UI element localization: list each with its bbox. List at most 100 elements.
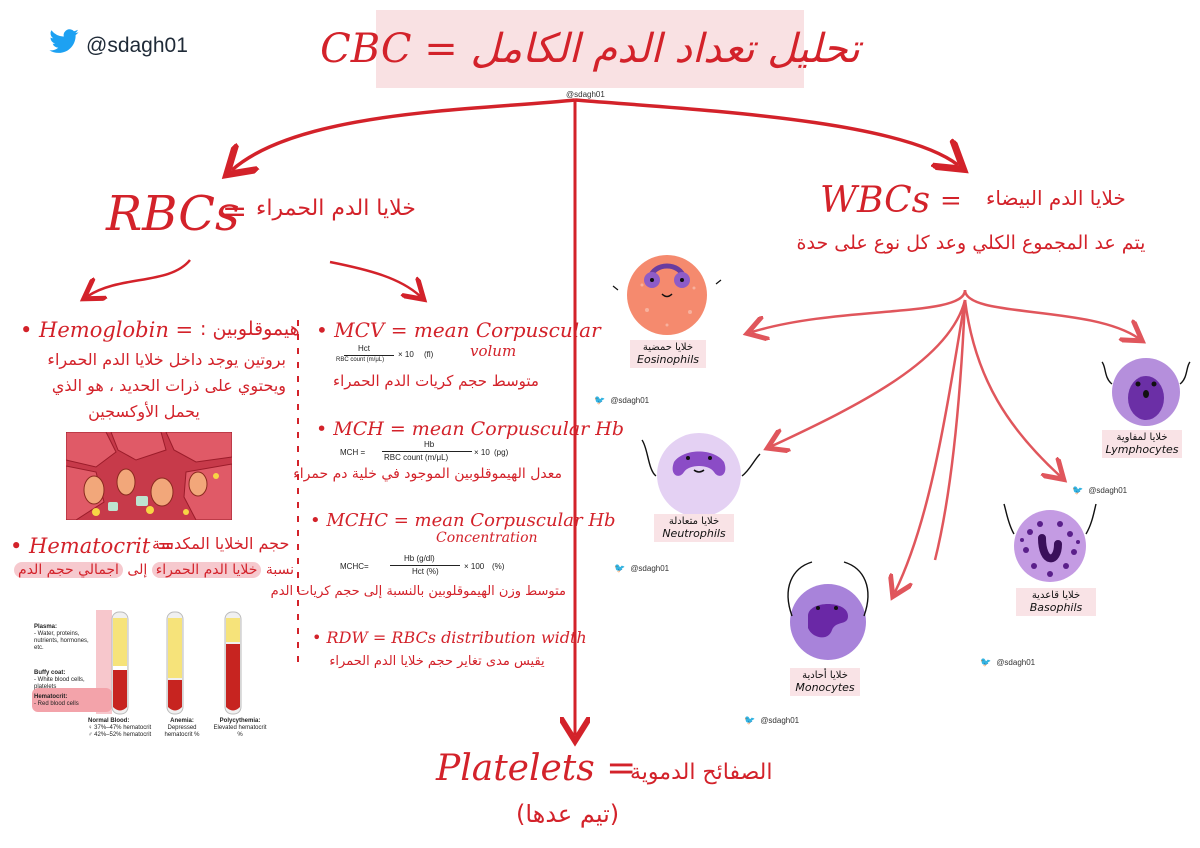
mchc-fraction-bar bbox=[390, 565, 460, 566]
arrow-to-monocytes bbox=[895, 299, 967, 592]
mch-fraction-bar bbox=[382, 451, 472, 452]
mcv-formula-den: RBC count (m/μL) bbox=[336, 357, 385, 363]
neutrophil-ar: خلايا متعادلة bbox=[668, 516, 720, 527]
hematocrit-desc: نسبة خلايا الدم الحمراء إلى اجمالي حجم ا… bbox=[6, 562, 294, 578]
mchc-formula-num: Hb (g/dl) bbox=[404, 554, 435, 563]
twitter-bird-icon bbox=[48, 26, 80, 58]
mcv-formula: Hct RBC count (m/μL) × 10 (fl) bbox=[330, 344, 440, 368]
arrow-to-rbc bbox=[232, 98, 576, 170]
arrow-to-neutrophils bbox=[772, 299, 967, 446]
basophil-label: خلايا قاعدية Basophils bbox=[1016, 588, 1096, 616]
lymphocyte-handle-text: @sdagh01 bbox=[1088, 486, 1128, 495]
monocyte-ar: خلايا أحادية bbox=[802, 670, 848, 681]
anemia-title: Anemia: bbox=[170, 718, 194, 724]
lymphocyte-label: خلايا لمفاوية Lymphocytes bbox=[1102, 430, 1182, 458]
lymphocyte-ar: خلايا لمفاوية bbox=[1116, 432, 1168, 443]
hemoglobin-desc-3: يحمل الأوكسجين bbox=[88, 402, 200, 421]
hematocrit-desc-a: نسبة bbox=[265, 562, 294, 578]
mcv-formula-unit: (fl) bbox=[424, 350, 434, 359]
normal-m: ♂ 42%–52% hematocrit bbox=[88, 732, 152, 738]
twitter-bird-icon-neu: 🐦 bbox=[614, 564, 626, 574]
hct-desc: - Red blood cells bbox=[34, 701, 79, 707]
arrow-to-lymphocytes bbox=[963, 289, 1138, 338]
mcv-formula-mult: × 10 bbox=[398, 350, 414, 359]
platelets-label: Platelets = bbox=[436, 748, 637, 789]
lymphocyte-handle: 🐦 @sdagh01 bbox=[1072, 478, 1127, 497]
arrow-to-hemoglobin bbox=[88, 259, 191, 296]
platelets-ar: الصفائح الدموية bbox=[630, 760, 773, 785]
rdw-ar: يقيس مدى تغاير حجم خلايا الدم الحمراء bbox=[329, 654, 545, 669]
mch-formula-lhs: MCH = bbox=[340, 448, 366, 457]
plasma-title: Plasma: bbox=[34, 624, 58, 630]
monocyte-handle-text: @sdagh01 bbox=[760, 716, 800, 725]
twitter-bird-icon-eos: 🐦 bbox=[594, 396, 606, 406]
mch-ar: معدل الهيموقلوبين الموجود في خلية دم حمر… bbox=[293, 466, 562, 482]
neutrophil-label: خلايا متعادلة Neutrophils bbox=[654, 514, 734, 542]
monocyte-label: خلايا أحادية Monocytes bbox=[790, 668, 860, 696]
wbc-subheading: يتم عد المجموع الكلي وعد كل نوع على حدة bbox=[796, 232, 1146, 254]
buffy-label: Buffy coat: - White blood cells, platele… bbox=[34, 670, 94, 691]
twitter-bird-icon-mon: 🐦 bbox=[744, 716, 756, 726]
hct-label: Hematocrit: - Red blood cells bbox=[34, 694, 94, 708]
mchc-formula-unit: (%) bbox=[492, 562, 505, 571]
wbc-heading-ar: خلايا الدم البيضاء bbox=[986, 186, 1126, 210]
rdw-label: • RDW = RBCs distribution width bbox=[312, 628, 587, 647]
eosinophil-ar: خلايا حمضية bbox=[642, 342, 694, 353]
monocyte-en: Monocytes bbox=[795, 681, 855, 694]
hemoglobin-ar-name: هيموقلوبين : bbox=[200, 318, 300, 340]
hemoglobin-desc-2: ويحتوي على ذرات الحديد ، هو الذي bbox=[51, 376, 286, 395]
arrow-to-neutrophils2 bbox=[933, 299, 967, 561]
mch-formula-unit: (pg) bbox=[494, 448, 509, 457]
arrow-to-basophils bbox=[963, 299, 1060, 476]
monocyte-cell bbox=[772, 558, 884, 666]
mch-formula-den: RBC count (m/μL) bbox=[384, 453, 449, 462]
normal-blood-label: Normal Blood: ♀ 37%–47% hematocrit ♂ 42%… bbox=[88, 718, 164, 739]
normal-title: Normal Blood: bbox=[88, 718, 130, 724]
mchc-formula-lhs: MCHC= bbox=[340, 562, 369, 571]
mcv-fraction-bar bbox=[344, 355, 394, 356]
anemia-label: Anemia: Depressed hematocrit % bbox=[160, 718, 204, 739]
anemia-desc: Depressed hematocrit % bbox=[164, 725, 200, 738]
buffy-desc: - White blood cells, platelets bbox=[34, 677, 85, 690]
buffy-title: Buffy coat: bbox=[34, 670, 66, 676]
neutrophil-handle: 🐦 @sdagh01 bbox=[614, 556, 669, 575]
neutrophil-handle-text: @sdagh01 bbox=[630, 564, 670, 573]
hematocrit-label: • Hematocrit = bbox=[10, 534, 175, 558]
basophil-cell bbox=[1000, 494, 1100, 588]
title-background bbox=[376, 10, 804, 88]
hematocrit-desc-c: إلى bbox=[127, 562, 148, 578]
anemia-tube bbox=[166, 611, 184, 715]
basophil-handle-text: @sdagh01 bbox=[996, 658, 1036, 667]
hematocrit-desc-d: اجمالي حجم الدم bbox=[14, 562, 123, 578]
twitter-bird-icon-bas: 🐦 bbox=[980, 658, 992, 668]
rbc-heading-eq: = bbox=[222, 194, 248, 229]
mcv-ar: متوسط حجم كريات الدم الحمراء bbox=[333, 372, 539, 390]
hemoglobin-illustration bbox=[66, 432, 232, 520]
eosinophil-handle: 🐦 @sdagh01 bbox=[594, 388, 649, 407]
twitter-bird-icon-lym: 🐦 bbox=[1072, 486, 1084, 496]
eosinophil-handle-text: @sdagh01 bbox=[610, 396, 650, 405]
mch-formula: MCH = Hb RBC count (m/μL) × 10 (pg) bbox=[340, 440, 510, 466]
mchc-label: • MCHC = mean Corpuscular Hb bbox=[310, 510, 616, 531]
platelets-note: (تيم عدها) bbox=[516, 800, 620, 828]
polycythemia-label: Polycythemia: Elevated hematocrit % bbox=[212, 718, 268, 739]
mchc-formula-mult: × 100 bbox=[464, 562, 485, 571]
neutrophil-cell bbox=[634, 420, 764, 520]
neutrophil-en: Neutrophils bbox=[662, 527, 726, 540]
hematocrit-tubes-figure bbox=[32, 608, 272, 748]
hematocrit-desc-b: خلايا الدم الحمراء bbox=[151, 562, 262, 578]
mch-formula-num: Hb bbox=[424, 440, 435, 449]
lymphocyte-cell bbox=[1098, 348, 1194, 432]
poly-title: Polycythemia: bbox=[219, 718, 261, 724]
wbc-heading: WBCs bbox=[820, 180, 931, 221]
lymphocyte-en: Lymphocytes bbox=[1105, 443, 1179, 456]
hct-title: Hematocrit: bbox=[34, 694, 68, 700]
arrow-to-wbc bbox=[574, 98, 958, 165]
twitter-handle[interactable]: @sdagh01 bbox=[86, 34, 188, 57]
mchc-label-2: Concentration bbox=[436, 530, 538, 546]
monocyte-handle: 🐦 @sdagh01 bbox=[744, 708, 799, 727]
eosinophil-en: Eosinophils bbox=[637, 353, 699, 366]
basophil-ar: خلايا قاعدية bbox=[1031, 590, 1081, 601]
eosinophil-cell bbox=[612, 250, 722, 340]
